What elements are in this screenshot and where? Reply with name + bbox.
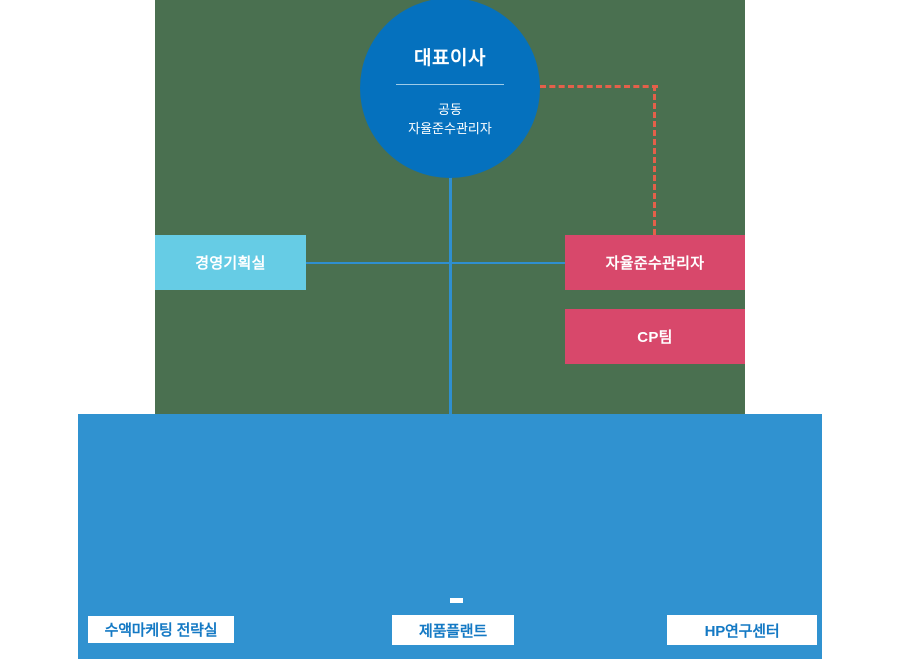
ceo-title: 대표이사	[414, 48, 486, 70]
ceo-subtitle-line2: 자율준수관리자	[408, 121, 492, 136]
ceo-divider	[396, 84, 504, 86]
label-product-plant-text: 제품플랜트	[418, 622, 487, 640]
dashed-connector-horizontal	[540, 85, 658, 88]
label-fluid-marketing-strategy[interactable]: 수액마케팅 전략실	[88, 616, 234, 643]
label-hp-research-center[interactable]: HP연구센터	[667, 615, 817, 645]
ceo-subtitle: 공동 자율준수관리자	[408, 101, 492, 139]
ceo-node[interactable]: 대표이사 공동 자율준수관리자	[360, 0, 540, 178]
connector-horizontal-main	[306, 262, 566, 264]
dashed-connector-vertical	[653, 85, 656, 235]
label-product-plant[interactable]: 제품플랜트	[392, 615, 514, 645]
ceo-subtitle-line1: 공동	[438, 102, 462, 118]
box-management-planning[interactable]: 경영기획실	[155, 235, 306, 290]
center-tick-mark	[450, 598, 463, 603]
box-compliance-officer[interactable]: 자율준수관리자	[565, 235, 745, 290]
connector-vertical-main	[449, 166, 452, 414]
box-cp-team[interactable]: CP팀	[565, 309, 745, 364]
